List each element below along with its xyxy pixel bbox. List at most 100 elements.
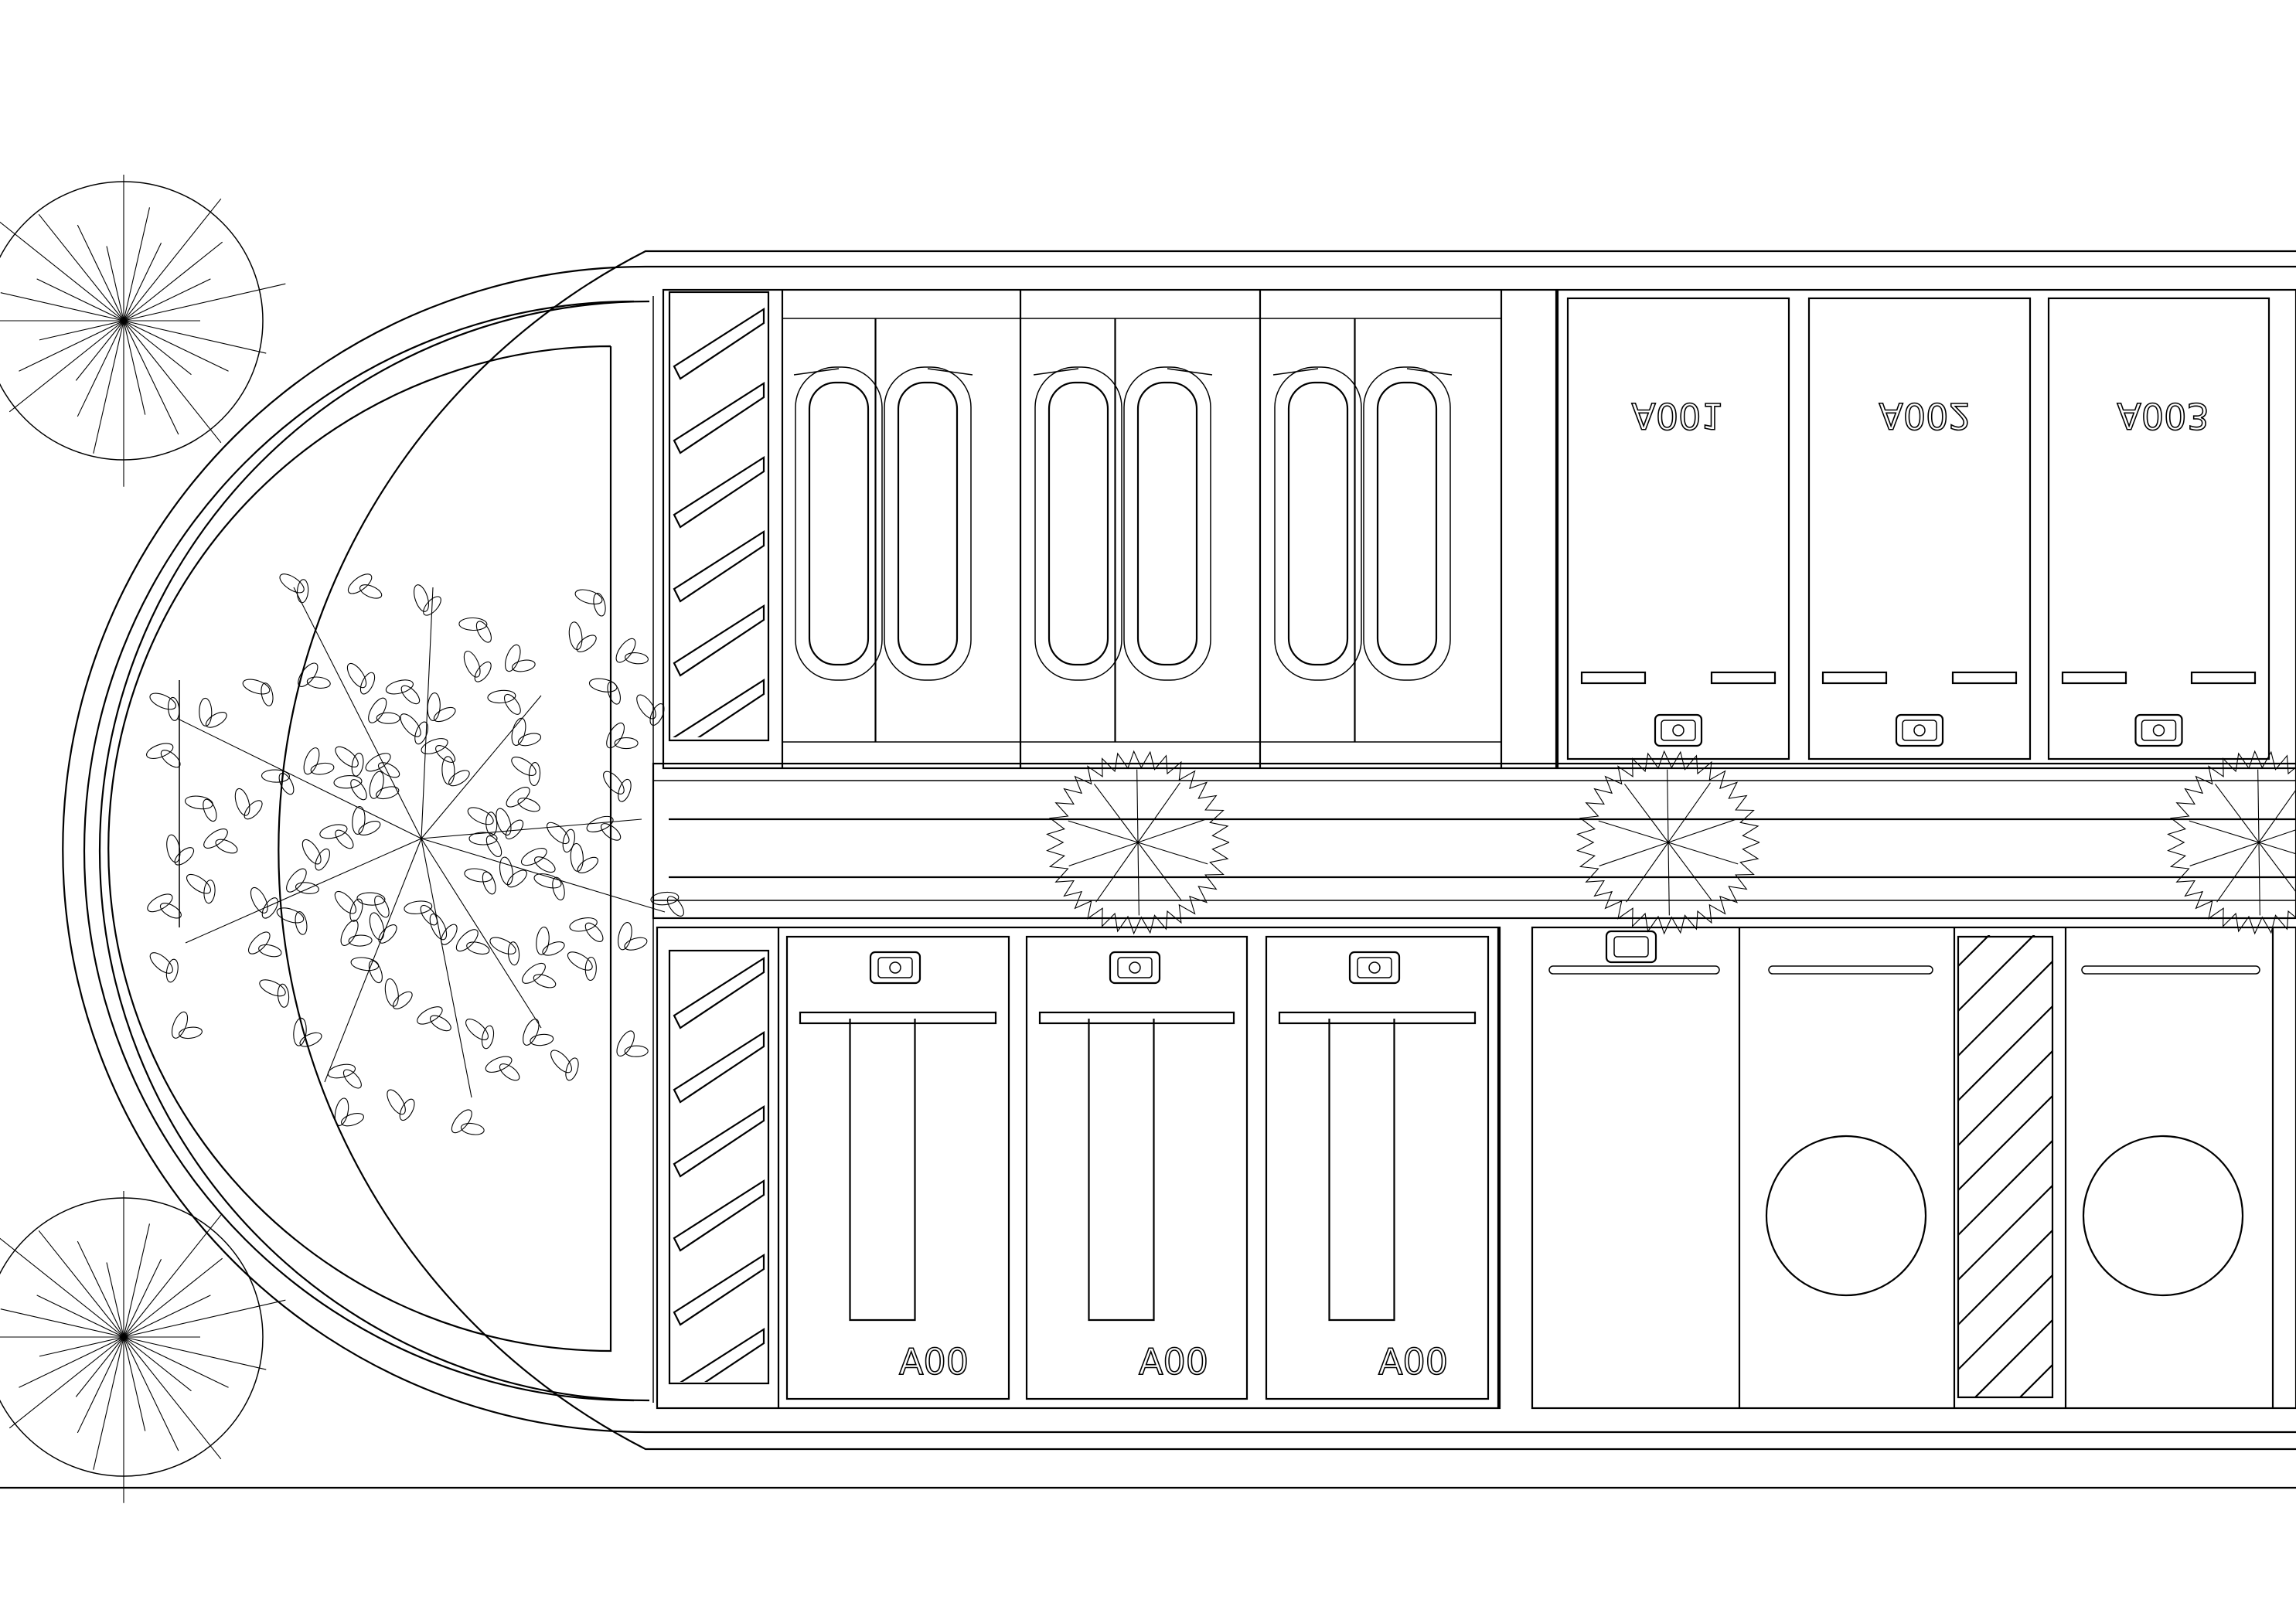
tree-leaf xyxy=(276,907,305,924)
hatch-stripe xyxy=(1958,827,2052,921)
tree-leaf xyxy=(530,1033,554,1046)
tree-leaf xyxy=(414,584,429,612)
tree-leaf xyxy=(614,737,639,750)
hatch-stripe xyxy=(673,1179,765,1252)
tree-leaf xyxy=(546,822,570,845)
bench-bar xyxy=(1278,1011,1477,1025)
tree-leaf xyxy=(179,1026,203,1039)
device-icon xyxy=(1895,713,1944,747)
tree-leaf xyxy=(404,900,433,914)
tree-leaf xyxy=(618,922,632,951)
tree-spoke xyxy=(123,1336,179,1451)
tree-spoke xyxy=(123,1295,211,1338)
tree-leaf xyxy=(258,944,282,958)
stall-label-a001: A001 xyxy=(1631,395,1723,437)
tree-leaf xyxy=(400,713,421,737)
tree-spoke xyxy=(0,292,124,322)
device-icon xyxy=(1902,720,1937,741)
dotted-planter xyxy=(1136,381,1198,666)
planter-curb xyxy=(1167,368,1213,376)
shrub-branch xyxy=(1136,769,1139,843)
tree-leaf xyxy=(356,892,386,906)
tree-leaf xyxy=(569,917,598,932)
tree-leaf xyxy=(475,621,492,643)
bench-bar xyxy=(1710,671,1777,685)
hatch-stripe xyxy=(1958,1095,2053,1191)
shrub-branch xyxy=(1667,842,1739,865)
tree-leaf xyxy=(205,712,227,728)
hatch-stripe xyxy=(1958,935,2035,1012)
tree-spoke xyxy=(123,1214,222,1338)
tree-leaf xyxy=(174,847,195,866)
tree-leaf xyxy=(278,772,295,795)
tree-leaf xyxy=(584,922,604,942)
tree-leaf xyxy=(542,941,565,956)
tree-leaf xyxy=(565,1057,579,1081)
device-icon xyxy=(1117,957,1153,978)
tree-branch xyxy=(421,838,472,1098)
tree-spoke xyxy=(38,1230,124,1338)
hatch-stripe xyxy=(1958,1274,2053,1370)
tree-leaf xyxy=(374,895,390,918)
tree-leaf xyxy=(295,882,319,894)
tree-leaf xyxy=(298,662,319,687)
bench-bar xyxy=(1548,965,2260,975)
tree-leaf xyxy=(593,593,606,617)
tree-leaf xyxy=(369,912,385,941)
top-bay-block xyxy=(662,288,1558,770)
hatch-stripe xyxy=(1958,1455,2052,1549)
tree-leaf xyxy=(448,770,470,787)
stall-box xyxy=(1807,297,2032,760)
device-icon xyxy=(1109,951,1161,985)
tree-leaf xyxy=(215,839,238,854)
device-icon xyxy=(2141,720,2177,741)
shrub-branch xyxy=(1626,842,1669,903)
tree-leaf xyxy=(358,820,381,836)
tree-leaf xyxy=(511,659,536,672)
tree-leaf xyxy=(385,679,414,695)
tree-leaf xyxy=(399,1098,415,1121)
tree-spoke xyxy=(123,320,192,376)
tree-leaf xyxy=(199,697,213,726)
tree-spoke xyxy=(0,1308,124,1338)
radial-tree-top-left xyxy=(0,175,286,487)
tree-leaf xyxy=(607,681,621,705)
shrub-outline xyxy=(1046,750,1230,935)
radial-tree-bottom-left xyxy=(0,1191,286,1503)
planter-curb xyxy=(1272,368,1319,376)
tree-leaf xyxy=(568,621,583,651)
tree-spoke xyxy=(75,1336,124,1397)
tree-leaf xyxy=(203,829,228,849)
shrub-branch xyxy=(1599,842,1669,866)
tree-leaf xyxy=(618,778,632,802)
top-stalls xyxy=(1566,297,2270,760)
dotted-planter xyxy=(1048,381,1109,666)
device-icon xyxy=(2134,713,2183,747)
tree-spoke xyxy=(123,1336,229,1388)
tree-spoke xyxy=(123,1299,286,1338)
hatch-stripe xyxy=(1958,1005,2053,1101)
tree-leaf xyxy=(420,904,438,926)
tree-leaf xyxy=(523,1019,540,1046)
tree-leaf xyxy=(417,1006,443,1025)
bottom-stalls xyxy=(785,927,1657,1408)
tree-spoke xyxy=(123,1258,162,1338)
tree-leaf xyxy=(481,1025,495,1050)
shrub-branch xyxy=(1598,820,1669,843)
hatch-stripe xyxy=(673,307,765,380)
tree-leaf xyxy=(334,890,357,914)
stall-label-a003: A003 xyxy=(2117,395,2209,437)
tree-spoke xyxy=(93,320,124,454)
tree-leaf xyxy=(186,873,211,894)
median-shrub-3 xyxy=(2167,750,2296,935)
tree-leaf xyxy=(624,1045,649,1057)
shrub-branch xyxy=(2258,829,2296,843)
tree-leaf xyxy=(306,676,331,689)
tree-leaf xyxy=(234,788,250,816)
device-icon xyxy=(1129,961,1141,974)
shrub-branch xyxy=(1095,842,1139,903)
tree-leaf xyxy=(149,952,173,974)
bench-bar xyxy=(1951,671,2018,685)
hatch-stripe xyxy=(1958,1185,2053,1281)
shrub-branch xyxy=(1068,820,1139,843)
